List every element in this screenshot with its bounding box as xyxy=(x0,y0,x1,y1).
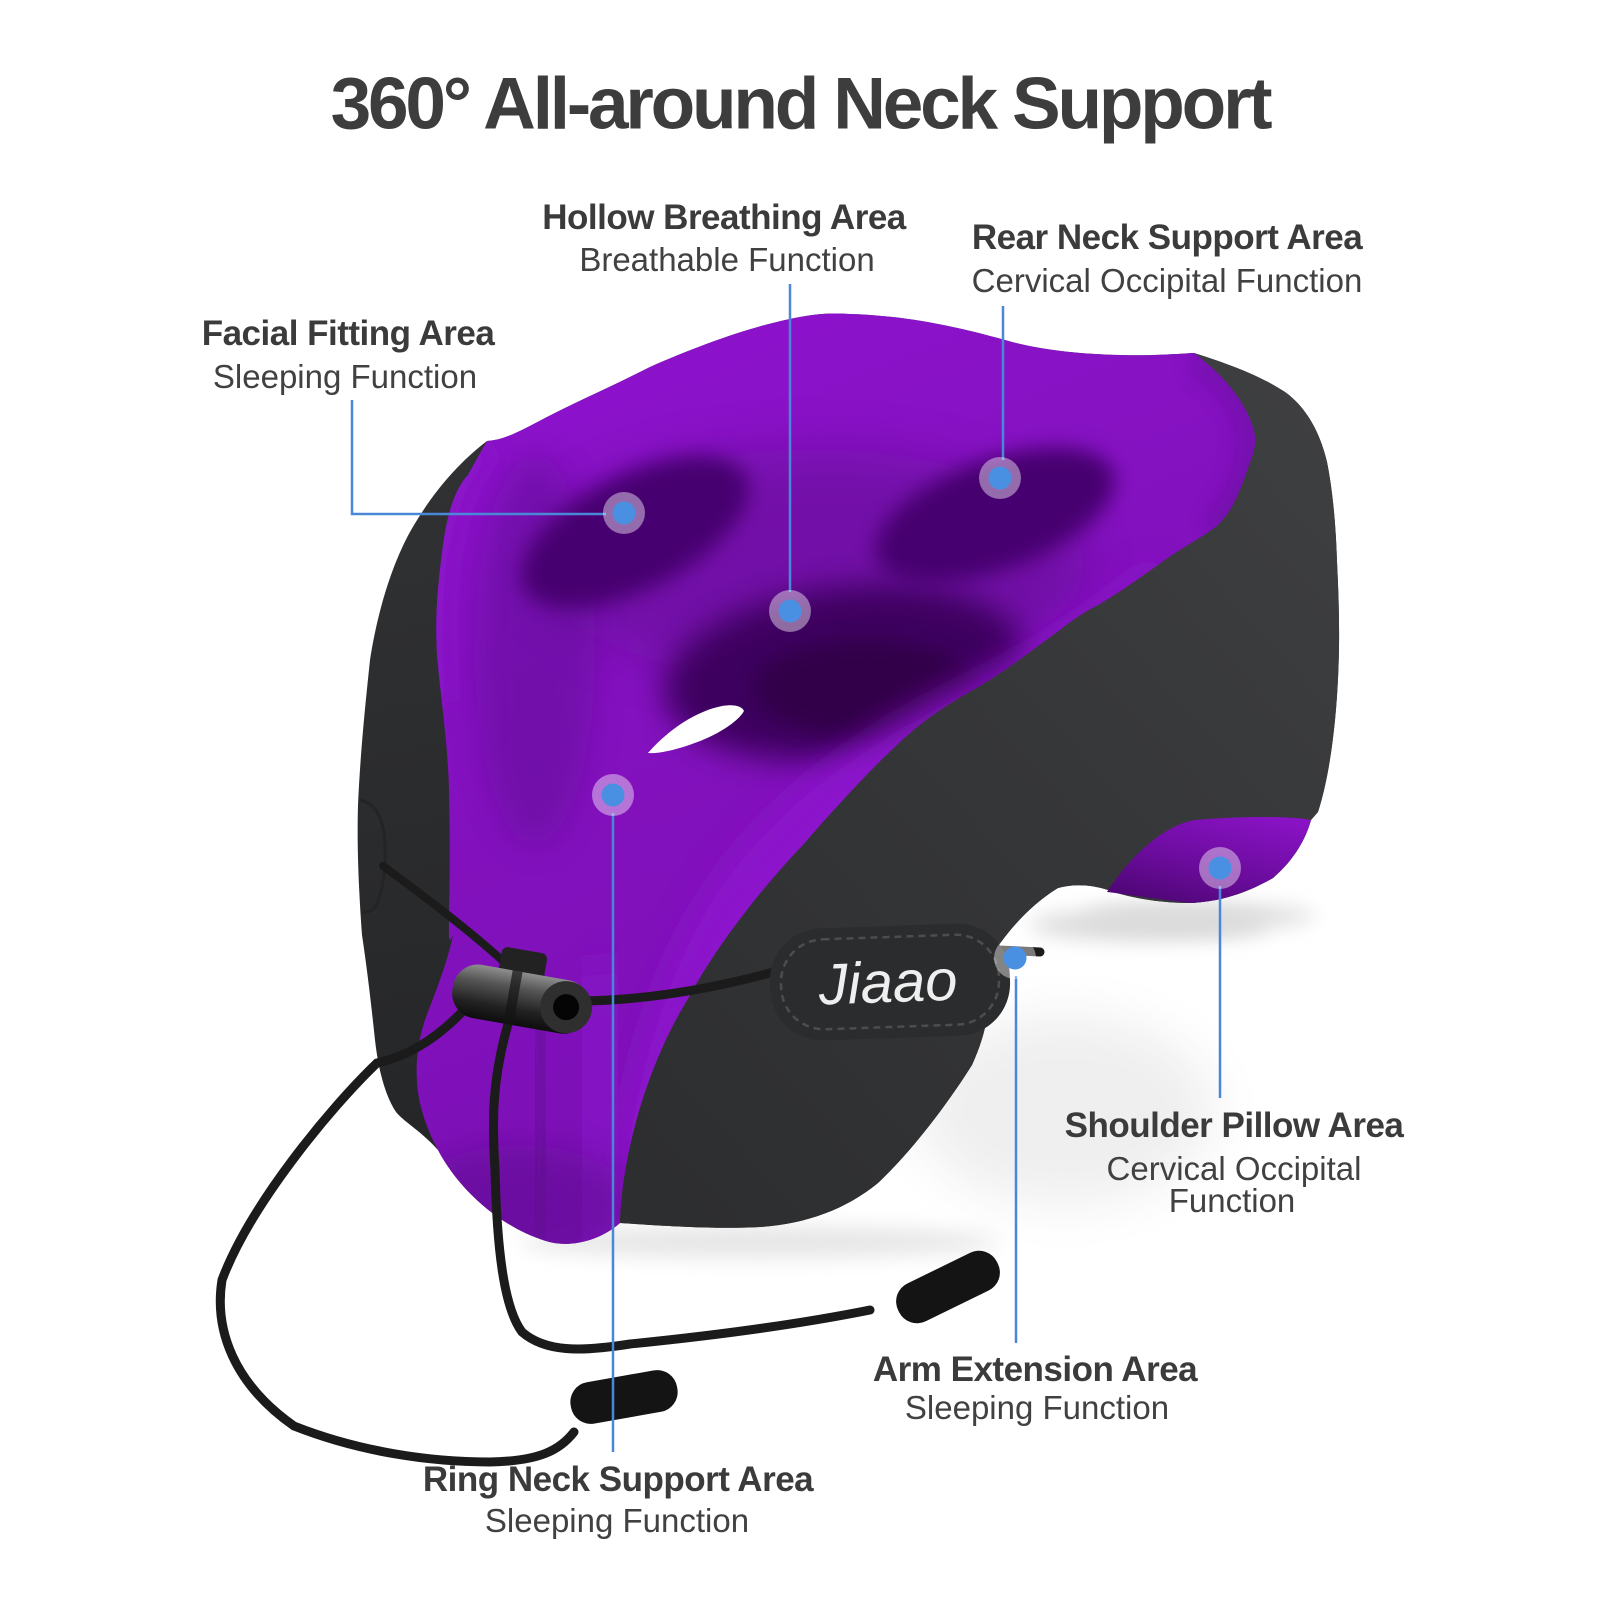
svg-text:Jiaao: Jiaao xyxy=(817,948,959,1018)
